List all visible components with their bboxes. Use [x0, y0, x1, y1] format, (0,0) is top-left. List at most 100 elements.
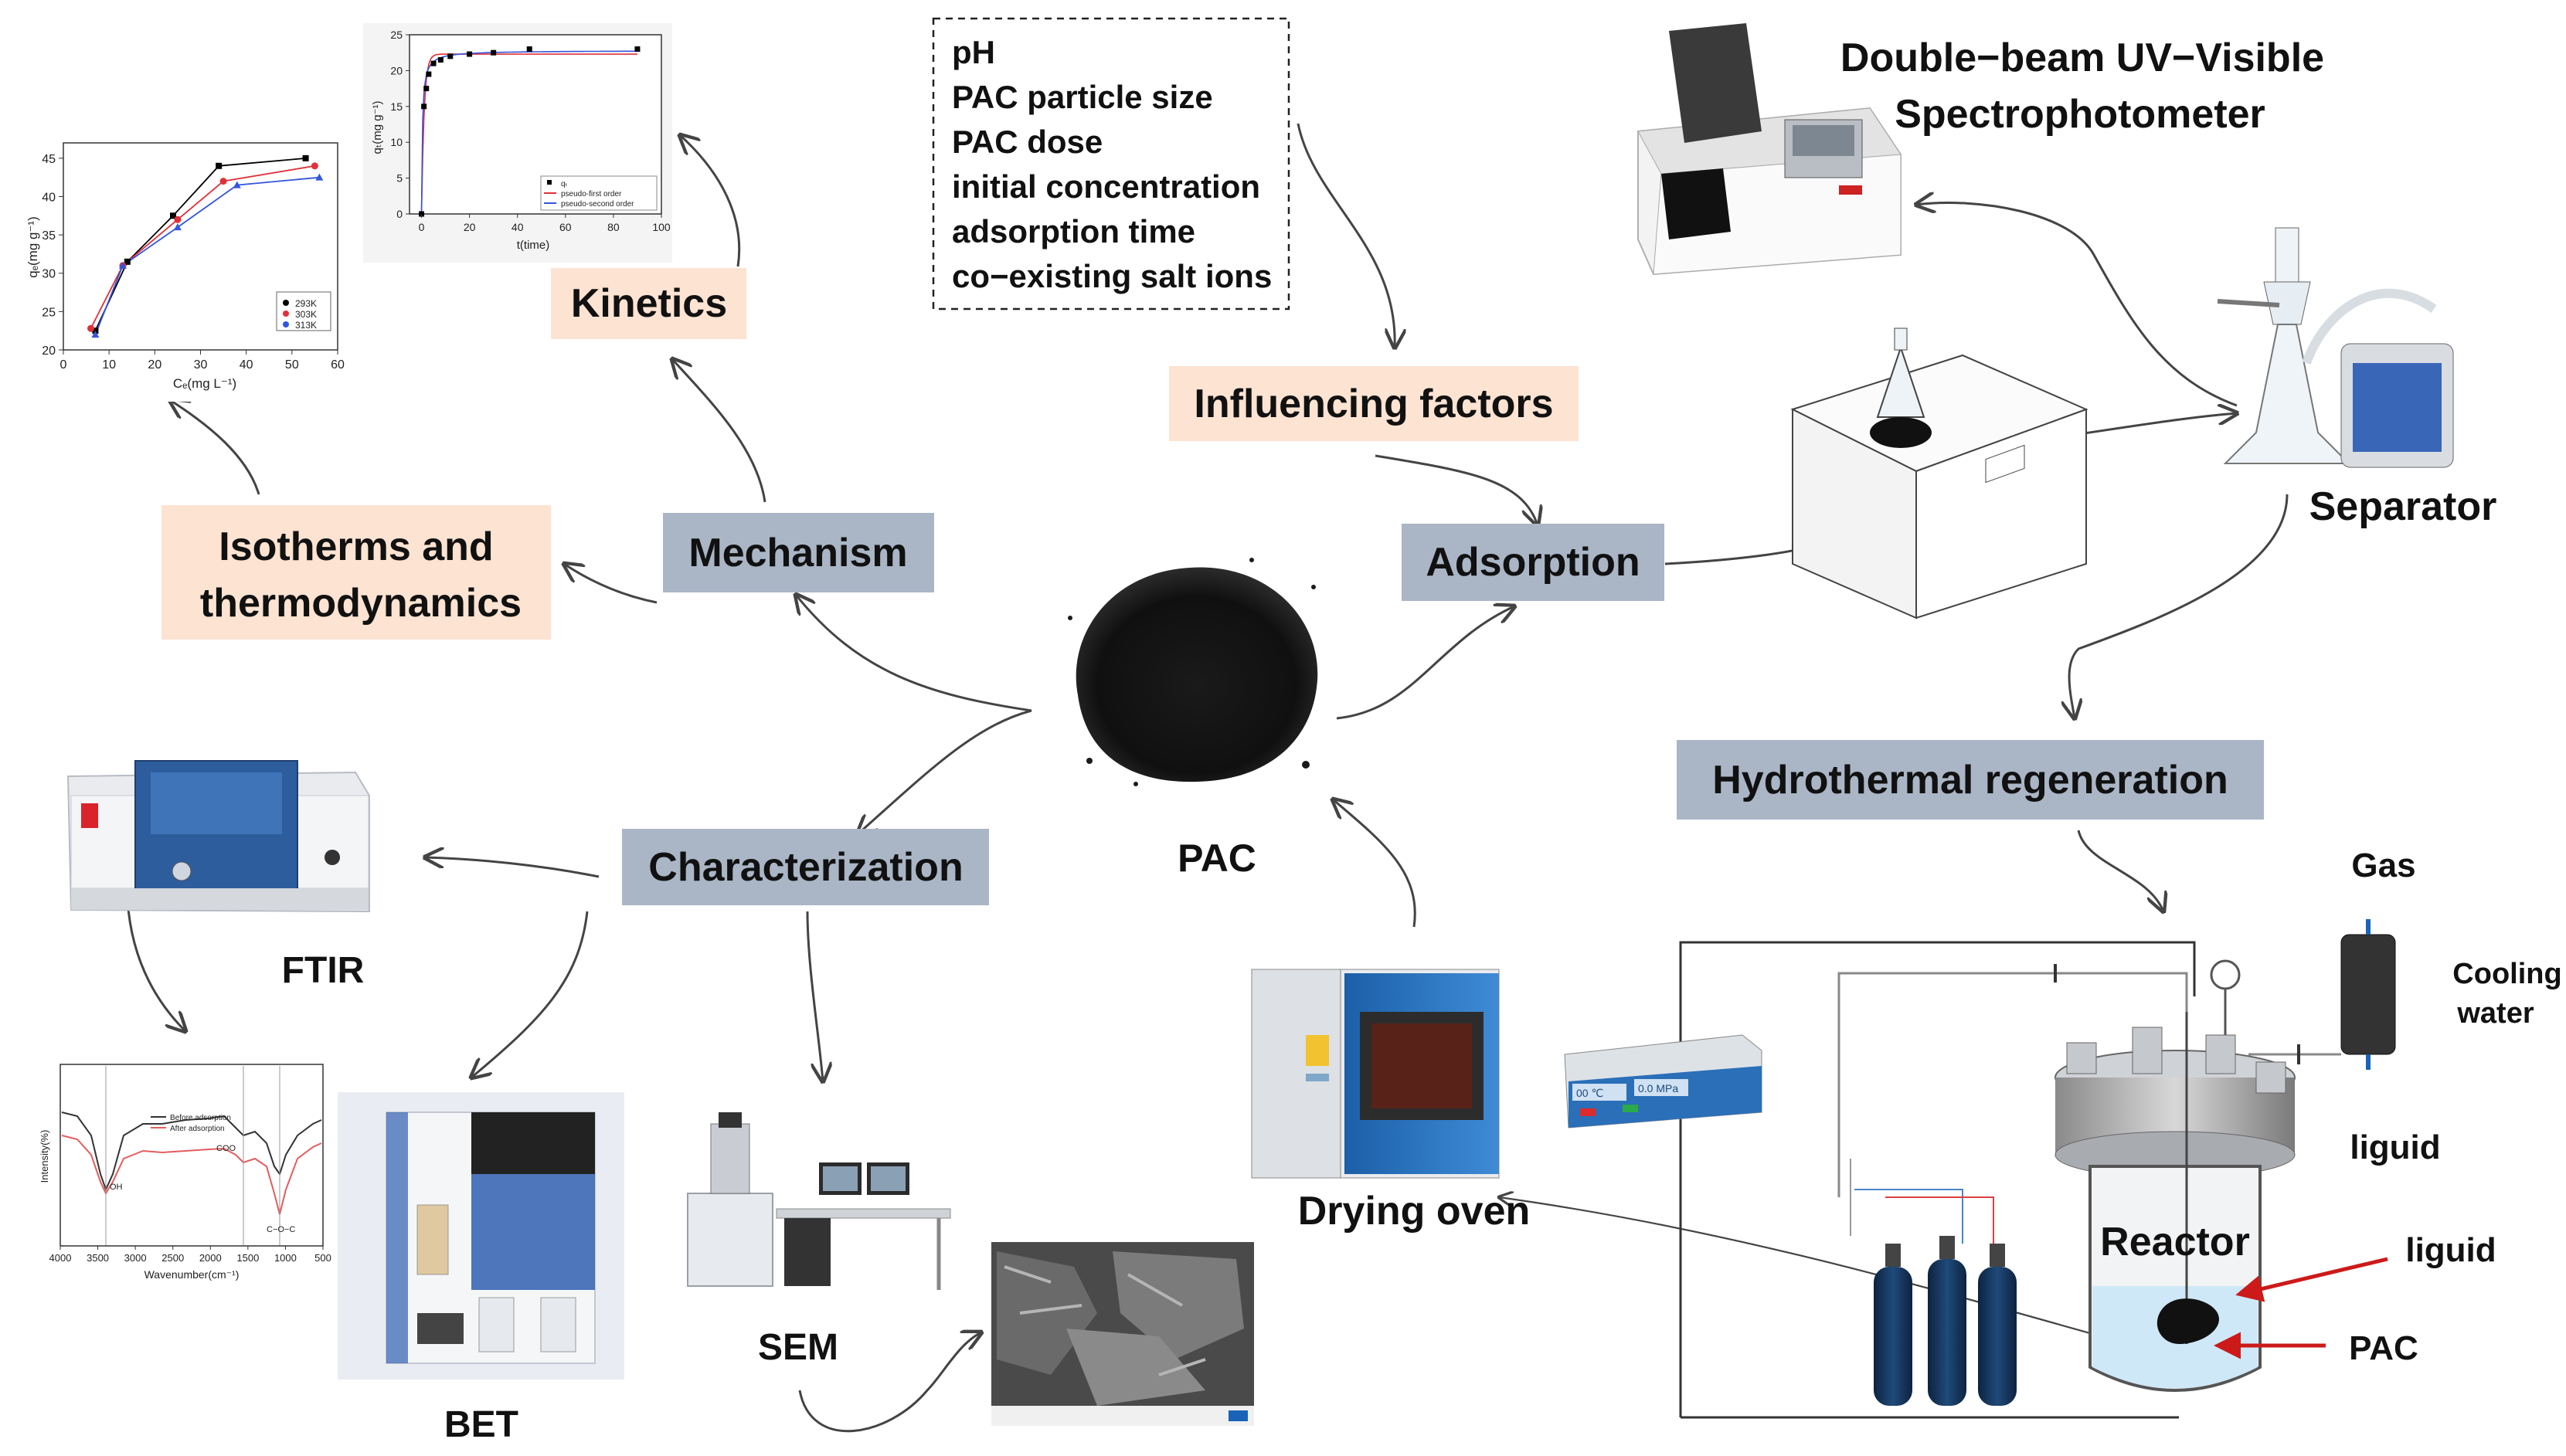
kinetics-xtick-label: 100: [652, 221, 671, 233]
arrow-characterization-to-ftir: [425, 857, 600, 878]
kinetics-ytick-label: 10: [390, 136, 403, 148]
kinetics-legend-item: qₜ: [561, 180, 568, 188]
arrow-oven-to-pac: [1333, 799, 1416, 928]
isotherm-xtick-label: 50: [285, 358, 299, 372]
node-influencing-factors-label: Influencing factors: [1194, 382, 1553, 426]
arrow-pac-to-characterization: [858, 709, 1032, 834]
isotherm-point: [124, 258, 131, 265]
kinetics-xlabel: t(time): [517, 239, 550, 252]
kinetics-ytick-label: 15: [390, 100, 403, 113]
node-influencing-factors: Influencing factors: [1169, 366, 1579, 441]
reactor-label: Reactor: [2100, 1220, 2250, 1264]
ftir-xtick-label: 3500: [87, 1252, 109, 1264]
ftir-ylabel: Intensity(%): [39, 1130, 50, 1183]
arrow-sem-to-micrograph: [798, 1332, 981, 1433]
kinetics-point: [426, 71, 432, 77]
factor-item: pH: [952, 34, 995, 70]
arrow-pac-to-adsorption: [1336, 606, 1514, 720]
pac-inside-label: PAC: [2349, 1329, 2418, 1367]
uv-label-line2: Spectrophotometer: [1895, 92, 2265, 137]
ftir-legend-item: Before adsorption: [170, 1114, 231, 1122]
isotherm-legend-item: 313K: [295, 320, 317, 331]
arrow-mechanism-to-isotherms: [564, 564, 658, 604]
ftir-xtick-label: 500: [314, 1252, 331, 1264]
factor-item: co−existing salt ions: [952, 258, 1272, 294]
sem-label: SEM: [758, 1327, 838, 1368]
isotherm-point: [174, 216, 182, 223]
kinetics-pseudo-second-curve: [420, 50, 637, 215]
isotherm-legend-item: 303K: [295, 309, 317, 320]
ftir-annotation-coc: C−O−C: [267, 1225, 295, 1234]
isotherm-point: [170, 212, 176, 219]
ftir-xlabel: Wavenumber(cm⁻¹): [144, 1268, 240, 1281]
ftir-before-line: [61, 1112, 322, 1192]
sem-micrograph: [991, 1242, 1254, 1426]
arrow-characterization-to-bet: [471, 911, 589, 1078]
kinetics-point: [437, 56, 444, 63]
isotherm-ylabel: qₑ(mg g⁻¹): [25, 216, 40, 278]
ftir-after-line: [61, 1135, 322, 1215]
ftir-label: FTIR: [282, 950, 365, 991]
isotherm-ytick-label: 20: [42, 344, 56, 358]
cooling-unit: [2248, 919, 2396, 1070]
kinetics-point: [430, 60, 437, 66]
hydrothermal-reactor-system: 00 ℃ 0.0 MPa: [1564, 847, 2562, 1419]
isotherm-xtick-label: 20: [148, 358, 161, 372]
gas-cylinders: [1850, 1159, 2017, 1406]
controller-temperature: 00 ℃: [1576, 1087, 1603, 1099]
kinetics-xtick-label: 80: [607, 221, 620, 233]
isotherm-xtick-label: 40: [240, 358, 253, 372]
cooling-water-label-line1: Cooling: [2452, 958, 2561, 990]
kinetics-xtick-label: 60: [559, 221, 572, 233]
isotherm-point: [302, 154, 309, 161]
arrow-factors-box-to-influencing: [1297, 123, 1395, 348]
isotherm-ytick-label: 25: [42, 306, 56, 319]
isotherm-ytick-label: 40: [42, 191, 56, 204]
kinetics-point: [423, 86, 430, 92]
uv-label-line1: Double−beam UV−Visible: [1840, 36, 2324, 80]
ftir-xtick-label: 3000: [124, 1252, 147, 1264]
node-isotherms: Isotherms and thermodynamics: [161, 505, 551, 640]
kinetics-ytick-label: 0: [396, 208, 403, 220]
drying-oven: Drying oven: [1251, 969, 1530, 1234]
isotherm-point: [233, 181, 241, 188]
uv-spectrophotometer: Double−beam UV−Visible Spectrophotometer: [1637, 23, 2324, 276]
node-mechanism: Mechanism: [663, 513, 934, 592]
pac-powder-photo: PAC: [1060, 551, 1323, 880]
kinetics-ytick-label: 5: [396, 172, 403, 185]
isotherm-ytick-label: 45: [42, 153, 56, 166]
ftir-legend-item: After adsorption: [170, 1125, 225, 1133]
liquid-top-label: liguid: [2350, 1128, 2440, 1166]
controller-pressure: 0.0 MPa: [1638, 1082, 1678, 1095]
isotherm-ytick-label: 35: [42, 229, 56, 243]
ftir-instrument: FTIR: [66, 760, 370, 991]
liquid-side-label: liguid: [2405, 1231, 2496, 1269]
shaker-water-bath: [1790, 328, 2088, 619]
isotherm-point: [91, 331, 100, 338]
kinetics-xtick-label: 20: [464, 221, 476, 233]
node-adsorption-label: Adsorption: [1426, 540, 1640, 585]
isotherm-xtick-label: 0: [60, 358, 67, 372]
ftir-xtick-label: 2500: [161, 1252, 184, 1264]
kinetics-point: [526, 46, 532, 53]
ftir-xtick-label: 2000: [199, 1252, 222, 1264]
temperature-pressure-controller: 00 ℃ 0.0 MPa: [1564, 1034, 1762, 1128]
node-characterization: Characterization: [622, 829, 989, 905]
arrow-influencing-to-adsorption: [1375, 454, 1538, 525]
ftir-annotation-oh: OH: [110, 1183, 123, 1192]
node-adsorption: Adsorption: [1402, 524, 1664, 601]
factor-item: adsorption time: [952, 213, 1195, 249]
isotherm-point: [311, 162, 318, 170]
kinetics-point: [467, 51, 473, 57]
isotherm-point: [315, 173, 324, 181]
bet-instrument: BET: [338, 1092, 624, 1445]
factor-item: PAC dose: [952, 124, 1103, 160]
kinetics-ytick-label: 25: [390, 29, 403, 41]
bet-label: BET: [444, 1404, 518, 1445]
isotherm-xtick-label: 30: [194, 358, 208, 372]
node-isotherms-label-line1: Isotherms and: [219, 524, 493, 569]
ftir-xtick-label: 1500: [236, 1252, 259, 1264]
kinetics-point: [447, 53, 454, 59]
